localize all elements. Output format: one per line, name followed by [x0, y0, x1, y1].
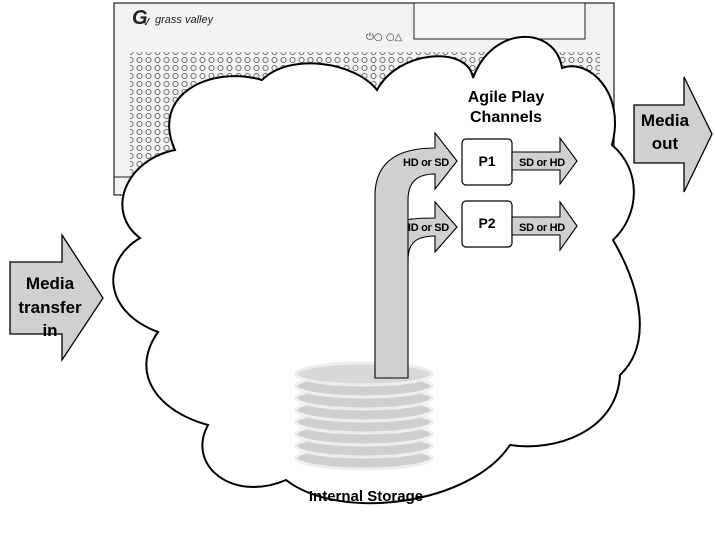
output-label-1: SD or HD [519, 157, 565, 169]
output-arrow-2: SD or HD [511, 200, 578, 252]
channel-label-p2: P2 [478, 215, 495, 231]
media-out-line1: Media [641, 111, 690, 130]
media-out-line2: out [652, 134, 679, 153]
input-label-2: HD or SD [403, 222, 449, 234]
front-panel-display [413, 2, 586, 40]
svg-text:v: v [143, 13, 151, 28]
media-out-arrow: Media out [633, 76, 713, 193]
channel-box-p2: P2 [461, 200, 513, 248]
input-pipe-1: HD or SD [374, 131, 458, 379]
status-indicators: ⏻○ ○△ [366, 32, 403, 43]
media-in-line2: transfer [18, 298, 82, 317]
output-arrow-1: SD or HD [511, 136, 578, 186]
input-label-1: HD or SD [403, 157, 449, 169]
media-in-line1: Media [26, 274, 75, 293]
grass-valley-logo: G v grass valley [132, 7, 215, 29]
agile-title-line2: Channels [470, 109, 542, 126]
internal-storage-disks [294, 361, 434, 471]
agile-title-line1: Agile Play [468, 89, 545, 106]
output-label-2: SD or HD [519, 222, 565, 234]
media-transfer-in-arrow: Media transfer in [9, 232, 104, 363]
media-in-line3: in [42, 321, 57, 340]
channel-label-p1: P1 [478, 153, 495, 169]
brand-name: grass valley [155, 14, 215, 26]
channel-box-p1: P1 [461, 138, 513, 186]
storage-label: Internal Storage [309, 488, 423, 505]
svg-text:G: G [132, 7, 148, 29]
